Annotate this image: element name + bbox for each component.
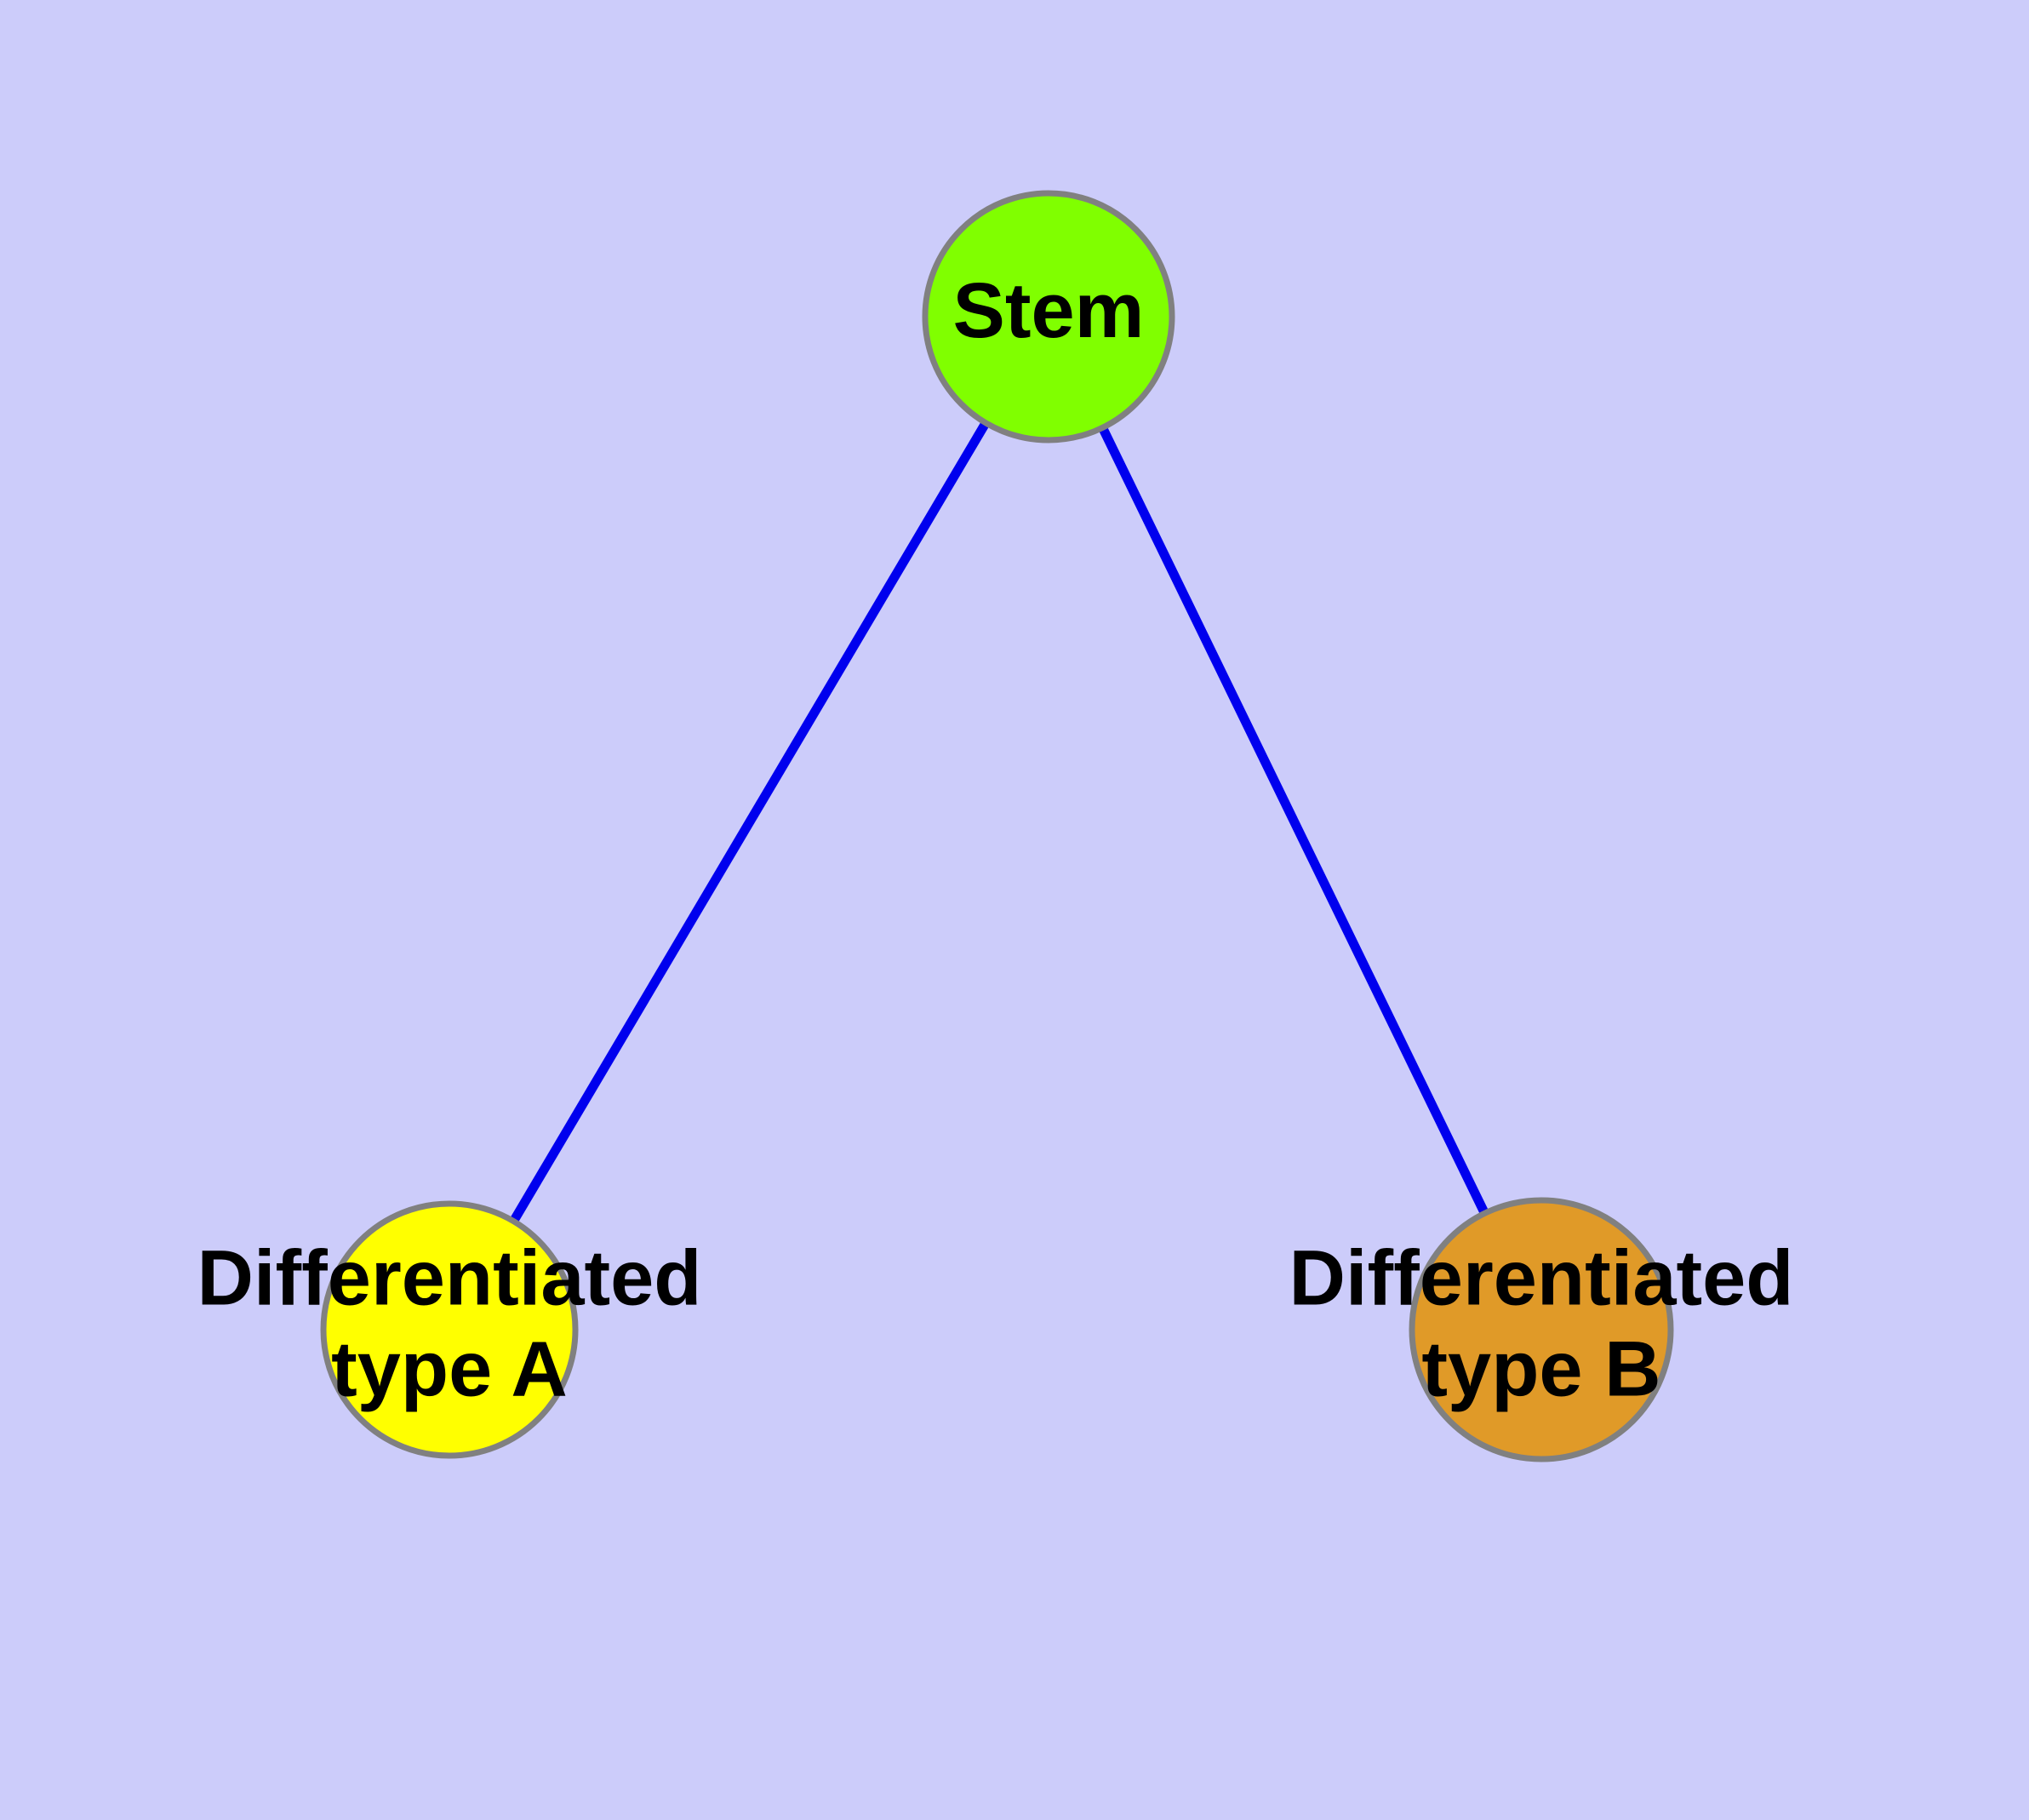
- node-differentiated-type-b-circle[interactable]: [1409, 1197, 1674, 1462]
- edges-group: [509, 420, 1489, 1224]
- label-line: Stem: [953, 267, 1145, 354]
- label-line: Differentiated: [197, 1235, 702, 1322]
- node-differentiated-type-b[interactable]: [1409, 1197, 1674, 1462]
- edge-stem-to-differentiated-type-a[interactable]: [509, 420, 990, 1224]
- node-stem-label: Stem: [953, 267, 1145, 354]
- label-line: type B: [1421, 1326, 1660, 1413]
- edge-stem-to-differentiated-type-b[interactable]: [1098, 425, 1489, 1216]
- node-stem-circle[interactable]: [922, 190, 1175, 444]
- node-stem[interactable]: [922, 190, 1175, 444]
- node-differentiated-type-a-circle[interactable]: [320, 1200, 579, 1459]
- label-line: type A: [331, 1326, 568, 1413]
- node-differentiated-type-a[interactable]: [320, 1200, 579, 1459]
- nodes-group: [320, 190, 1674, 1462]
- label-line: Differentiated: [1289, 1235, 1794, 1322]
